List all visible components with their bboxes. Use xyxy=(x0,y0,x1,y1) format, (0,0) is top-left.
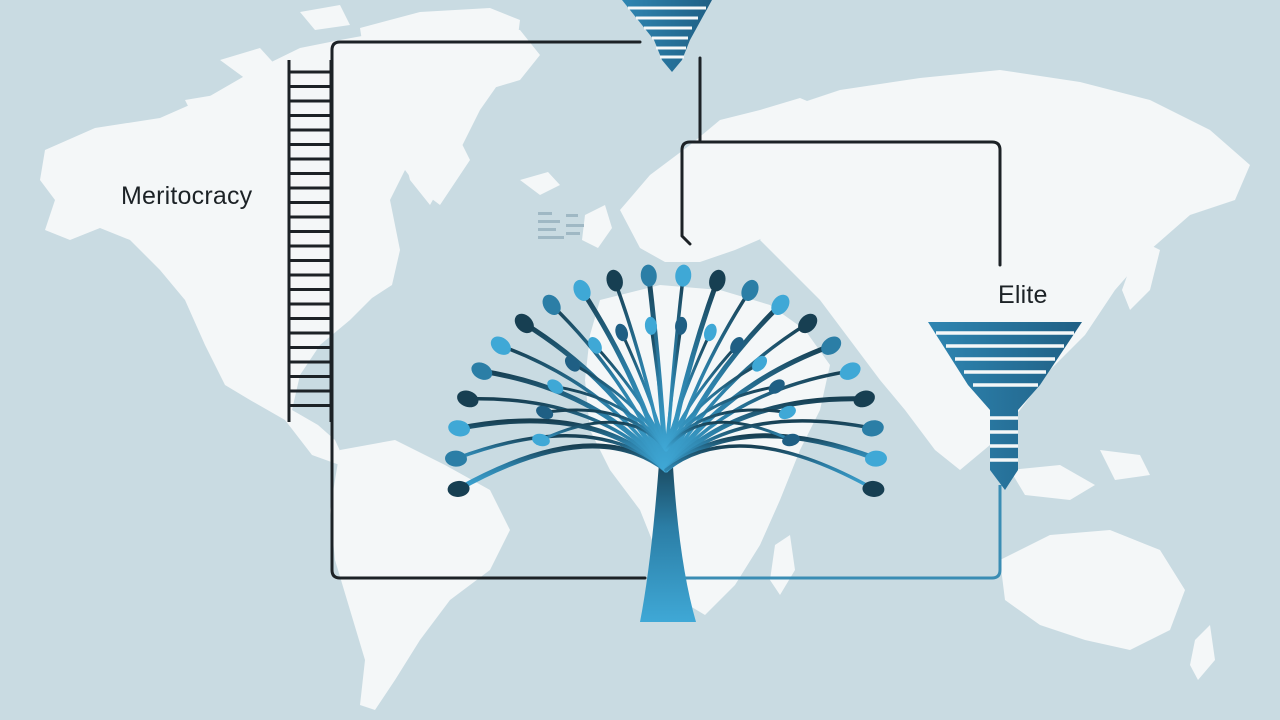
funnel-icon-right xyxy=(928,322,1082,490)
tree-trunk xyxy=(640,450,696,622)
landmass-new-zealand xyxy=(1190,625,1215,680)
tree-branch xyxy=(479,368,669,473)
tree-leaf xyxy=(675,316,688,335)
tree-branch-inner xyxy=(664,420,793,452)
tree-leaf xyxy=(532,433,550,447)
tree-leaf xyxy=(862,420,884,437)
tree-leaf xyxy=(741,279,759,301)
tree-branch-inner xyxy=(664,330,712,452)
tree-leaf xyxy=(445,450,467,467)
landmass-arctic-islands xyxy=(185,5,350,120)
tree-leaf xyxy=(542,294,561,315)
decorative-marks xyxy=(538,212,584,239)
tree-branch-inner xyxy=(593,343,668,452)
landmass-europe xyxy=(620,98,845,262)
tree-leaf xyxy=(606,269,623,292)
tree-leaf xyxy=(782,433,800,447)
tree-leaf xyxy=(514,313,534,334)
tree-branch-inner xyxy=(664,324,683,452)
tree-leaf xyxy=(778,405,796,420)
tree-leaf xyxy=(547,379,564,394)
tree-leaf xyxy=(640,264,657,287)
landmass-british-isles xyxy=(582,205,612,248)
tree-leaf xyxy=(588,336,602,354)
landmass-se-asia-islands xyxy=(1010,450,1150,500)
tree-leaf xyxy=(644,316,657,335)
landmass-asia xyxy=(760,70,1250,470)
tree-leaf xyxy=(798,313,818,334)
tree-branch xyxy=(664,288,752,472)
landmass-greenland xyxy=(360,8,520,205)
tree-branch-inner xyxy=(620,330,668,452)
tree-leaf xyxy=(821,336,842,355)
tree-leaf xyxy=(703,323,717,342)
landmass-iceland xyxy=(520,172,560,195)
tree-leaf xyxy=(730,336,744,354)
landmass-australia xyxy=(1000,530,1185,650)
landmass-south-america xyxy=(330,440,510,710)
tree-leaf xyxy=(709,269,726,292)
tree-leaf xyxy=(448,420,470,437)
tree-branch xyxy=(549,303,668,472)
tree-leaf xyxy=(865,450,887,467)
tree-leaf xyxy=(447,480,470,497)
tree-leaf xyxy=(457,390,479,408)
tree-leaf xyxy=(615,323,629,342)
tree-icon xyxy=(445,264,887,622)
elite-label: Elite xyxy=(998,281,1048,309)
tree-leaf xyxy=(675,264,692,287)
tree-leaf xyxy=(573,279,591,301)
tree-leaf xyxy=(471,362,493,380)
tree-leaf xyxy=(564,355,580,372)
connector-blue-return xyxy=(665,485,1002,580)
landmass-japan xyxy=(1122,240,1160,310)
tree-leaf xyxy=(771,294,790,315)
tree-branch xyxy=(521,320,669,473)
tree-leaf xyxy=(752,355,768,372)
landmass-madagascar xyxy=(770,535,795,595)
connector-right-bracket xyxy=(680,140,1002,267)
tree-branch-inner xyxy=(649,324,668,452)
tree-leaf xyxy=(768,379,785,394)
funnel-icon-top xyxy=(622,0,712,72)
tree-leaf xyxy=(862,480,885,497)
ladder-icon xyxy=(287,60,333,422)
tree-leaf xyxy=(839,362,861,380)
tree-branch xyxy=(664,444,876,491)
tree-branch xyxy=(663,302,783,473)
tree-branch xyxy=(663,396,867,473)
tree-leaf xyxy=(853,390,875,408)
meritocracy-label: Meritocracy xyxy=(121,182,253,210)
tree-branch xyxy=(579,287,669,473)
tree-leaf xyxy=(536,405,554,420)
tree-leaf xyxy=(490,336,511,355)
tree-branch-inner xyxy=(570,362,668,452)
